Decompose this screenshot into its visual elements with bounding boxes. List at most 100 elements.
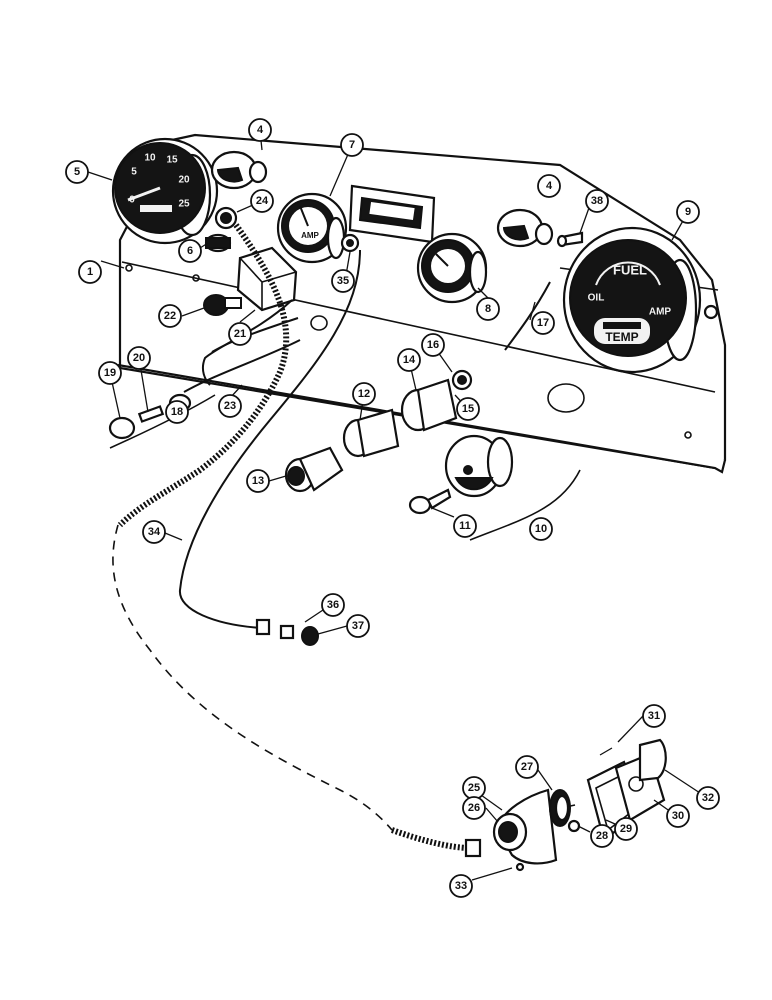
callout-34: 34 <box>142 520 166 544</box>
svg-text:4: 4 <box>257 124 264 136</box>
cluster-oil-label: OIL <box>588 293 605 304</box>
callout-20: 20 <box>127 346 151 370</box>
svg-text:13: 13 <box>252 475 264 487</box>
callout-4-left: 4 <box>248 118 272 142</box>
svg-text:8: 8 <box>485 303 491 315</box>
ammeter-gauge: AMP <box>276 192 348 264</box>
callout-12: 12 <box>352 382 376 406</box>
callout-6: 6 <box>178 239 202 263</box>
fuse-holder <box>108 393 216 449</box>
callout-23: 23 <box>218 394 242 418</box>
callout-1: 1 <box>78 260 102 284</box>
tachometer-scale-25: 25 <box>178 199 190 210</box>
tachometer-scale-0: 0 <box>129 195 135 206</box>
wiring <box>112 223 551 858</box>
callout-37: 37 <box>346 614 370 638</box>
oil-pressure-gauge <box>416 232 488 304</box>
svg-text:28: 28 <box>596 830 608 842</box>
callout-7: 7 <box>340 133 364 157</box>
cigar-lighter-assembly <box>284 369 473 493</box>
cluster-gauge: FUEL OIL AMP TEMP <box>562 226 719 374</box>
cluster-fuel-label: FUEL <box>613 263 647 278</box>
tach-cable-fitting <box>214 206 238 230</box>
callout-30: 30 <box>666 804 690 828</box>
callout-31: 31 <box>642 704 666 728</box>
svg-text:14: 14 <box>403 354 416 366</box>
svg-text:18: 18 <box>171 406 183 418</box>
svg-text:17: 17 <box>537 317 549 329</box>
callout-11: 11 <box>453 514 477 538</box>
callout-32: 32 <box>696 786 720 810</box>
callout-18: 18 <box>165 400 189 424</box>
svg-text:9: 9 <box>685 206 691 218</box>
callout-24: 24 <box>250 189 274 213</box>
svg-text:35: 35 <box>337 275 349 287</box>
callout-21: 21 <box>228 322 252 346</box>
svg-text:30: 30 <box>672 810 684 822</box>
svg-text:7: 7 <box>349 139 355 151</box>
callout-28: 28 <box>590 824 614 848</box>
cable-end-fittings <box>255 618 319 646</box>
svg-text:22: 22 <box>164 310 176 322</box>
callout-14: 14 <box>397 348 421 372</box>
svg-text:6: 6 <box>187 245 193 257</box>
callout-38: 38 <box>585 189 609 213</box>
indicator-lamp-right <box>496 208 554 248</box>
svg-text:38: 38 <box>591 195 603 207</box>
svg-text:11: 11 <box>459 520 471 532</box>
ammeter-label: AMP <box>301 231 319 240</box>
svg-text:21: 21 <box>234 328 246 340</box>
svg-text:33: 33 <box>455 880 467 892</box>
callout-15: 15 <box>456 397 480 421</box>
svg-text:25: 25 <box>468 782 480 794</box>
svg-text:12: 12 <box>358 388 370 400</box>
callout-25: 25 <box>462 776 486 800</box>
cluster-temp-label: TEMP <box>605 330 638 344</box>
ignition-switch <box>408 434 581 541</box>
ammeter-cable-fitting <box>340 233 360 253</box>
callout-9: 9 <box>676 200 700 224</box>
svg-text:24: 24 <box>256 195 269 207</box>
svg-text:34: 34 <box>148 526 161 538</box>
callout-13: 13 <box>246 469 270 493</box>
svg-text:4: 4 <box>546 180 553 192</box>
svg-text:15: 15 <box>462 403 474 415</box>
svg-text:10: 10 <box>535 523 547 535</box>
tachometer-scale-20: 20 <box>178 175 190 186</box>
svg-text:16: 16 <box>427 339 439 351</box>
callout-4-right: 4 <box>537 174 561 198</box>
tachometer: 0 5 10 15 20 25 <box>111 137 219 245</box>
svg-text:5: 5 <box>74 166 80 178</box>
svg-text:19: 19 <box>104 367 116 379</box>
warning-lamp-fitting <box>204 233 232 253</box>
callout-22: 22 <box>158 304 182 328</box>
svg-text:26: 26 <box>468 802 480 814</box>
svg-text:27: 27 <box>521 761 533 773</box>
svg-text:29: 29 <box>620 823 632 835</box>
tachometer-scale-10: 10 <box>144 153 156 164</box>
cluster-amp-label: AMP <box>649 307 672 318</box>
callout-5: 5 <box>65 160 89 184</box>
light-switch <box>203 246 298 316</box>
callout-10: 10 <box>529 517 553 541</box>
callout-17: 17 <box>531 311 555 335</box>
mounting-screw <box>556 231 584 248</box>
svg-text:1: 1 <box>87 266 93 278</box>
indicator-lamp-left <box>210 150 268 190</box>
callout-26: 26 <box>462 796 486 820</box>
callout-36: 36 <box>321 593 345 617</box>
tachometer-scale-5: 5 <box>131 167 137 178</box>
svg-text:31: 31 <box>648 710 660 722</box>
callout-29: 29 <box>614 817 638 841</box>
svg-text:37: 37 <box>352 620 364 632</box>
svg-text:32: 32 <box>702 792 714 804</box>
callout-27: 27 <box>515 755 539 779</box>
svg-text:36: 36 <box>327 599 339 611</box>
tachometer-scale-15: 15 <box>166 155 178 166</box>
callout-35: 35 <box>331 269 355 293</box>
svg-text:23: 23 <box>224 400 236 412</box>
callout-33: 33 <box>449 874 473 898</box>
callout-16: 16 <box>421 333 445 357</box>
callout-8: 8 <box>476 297 500 321</box>
